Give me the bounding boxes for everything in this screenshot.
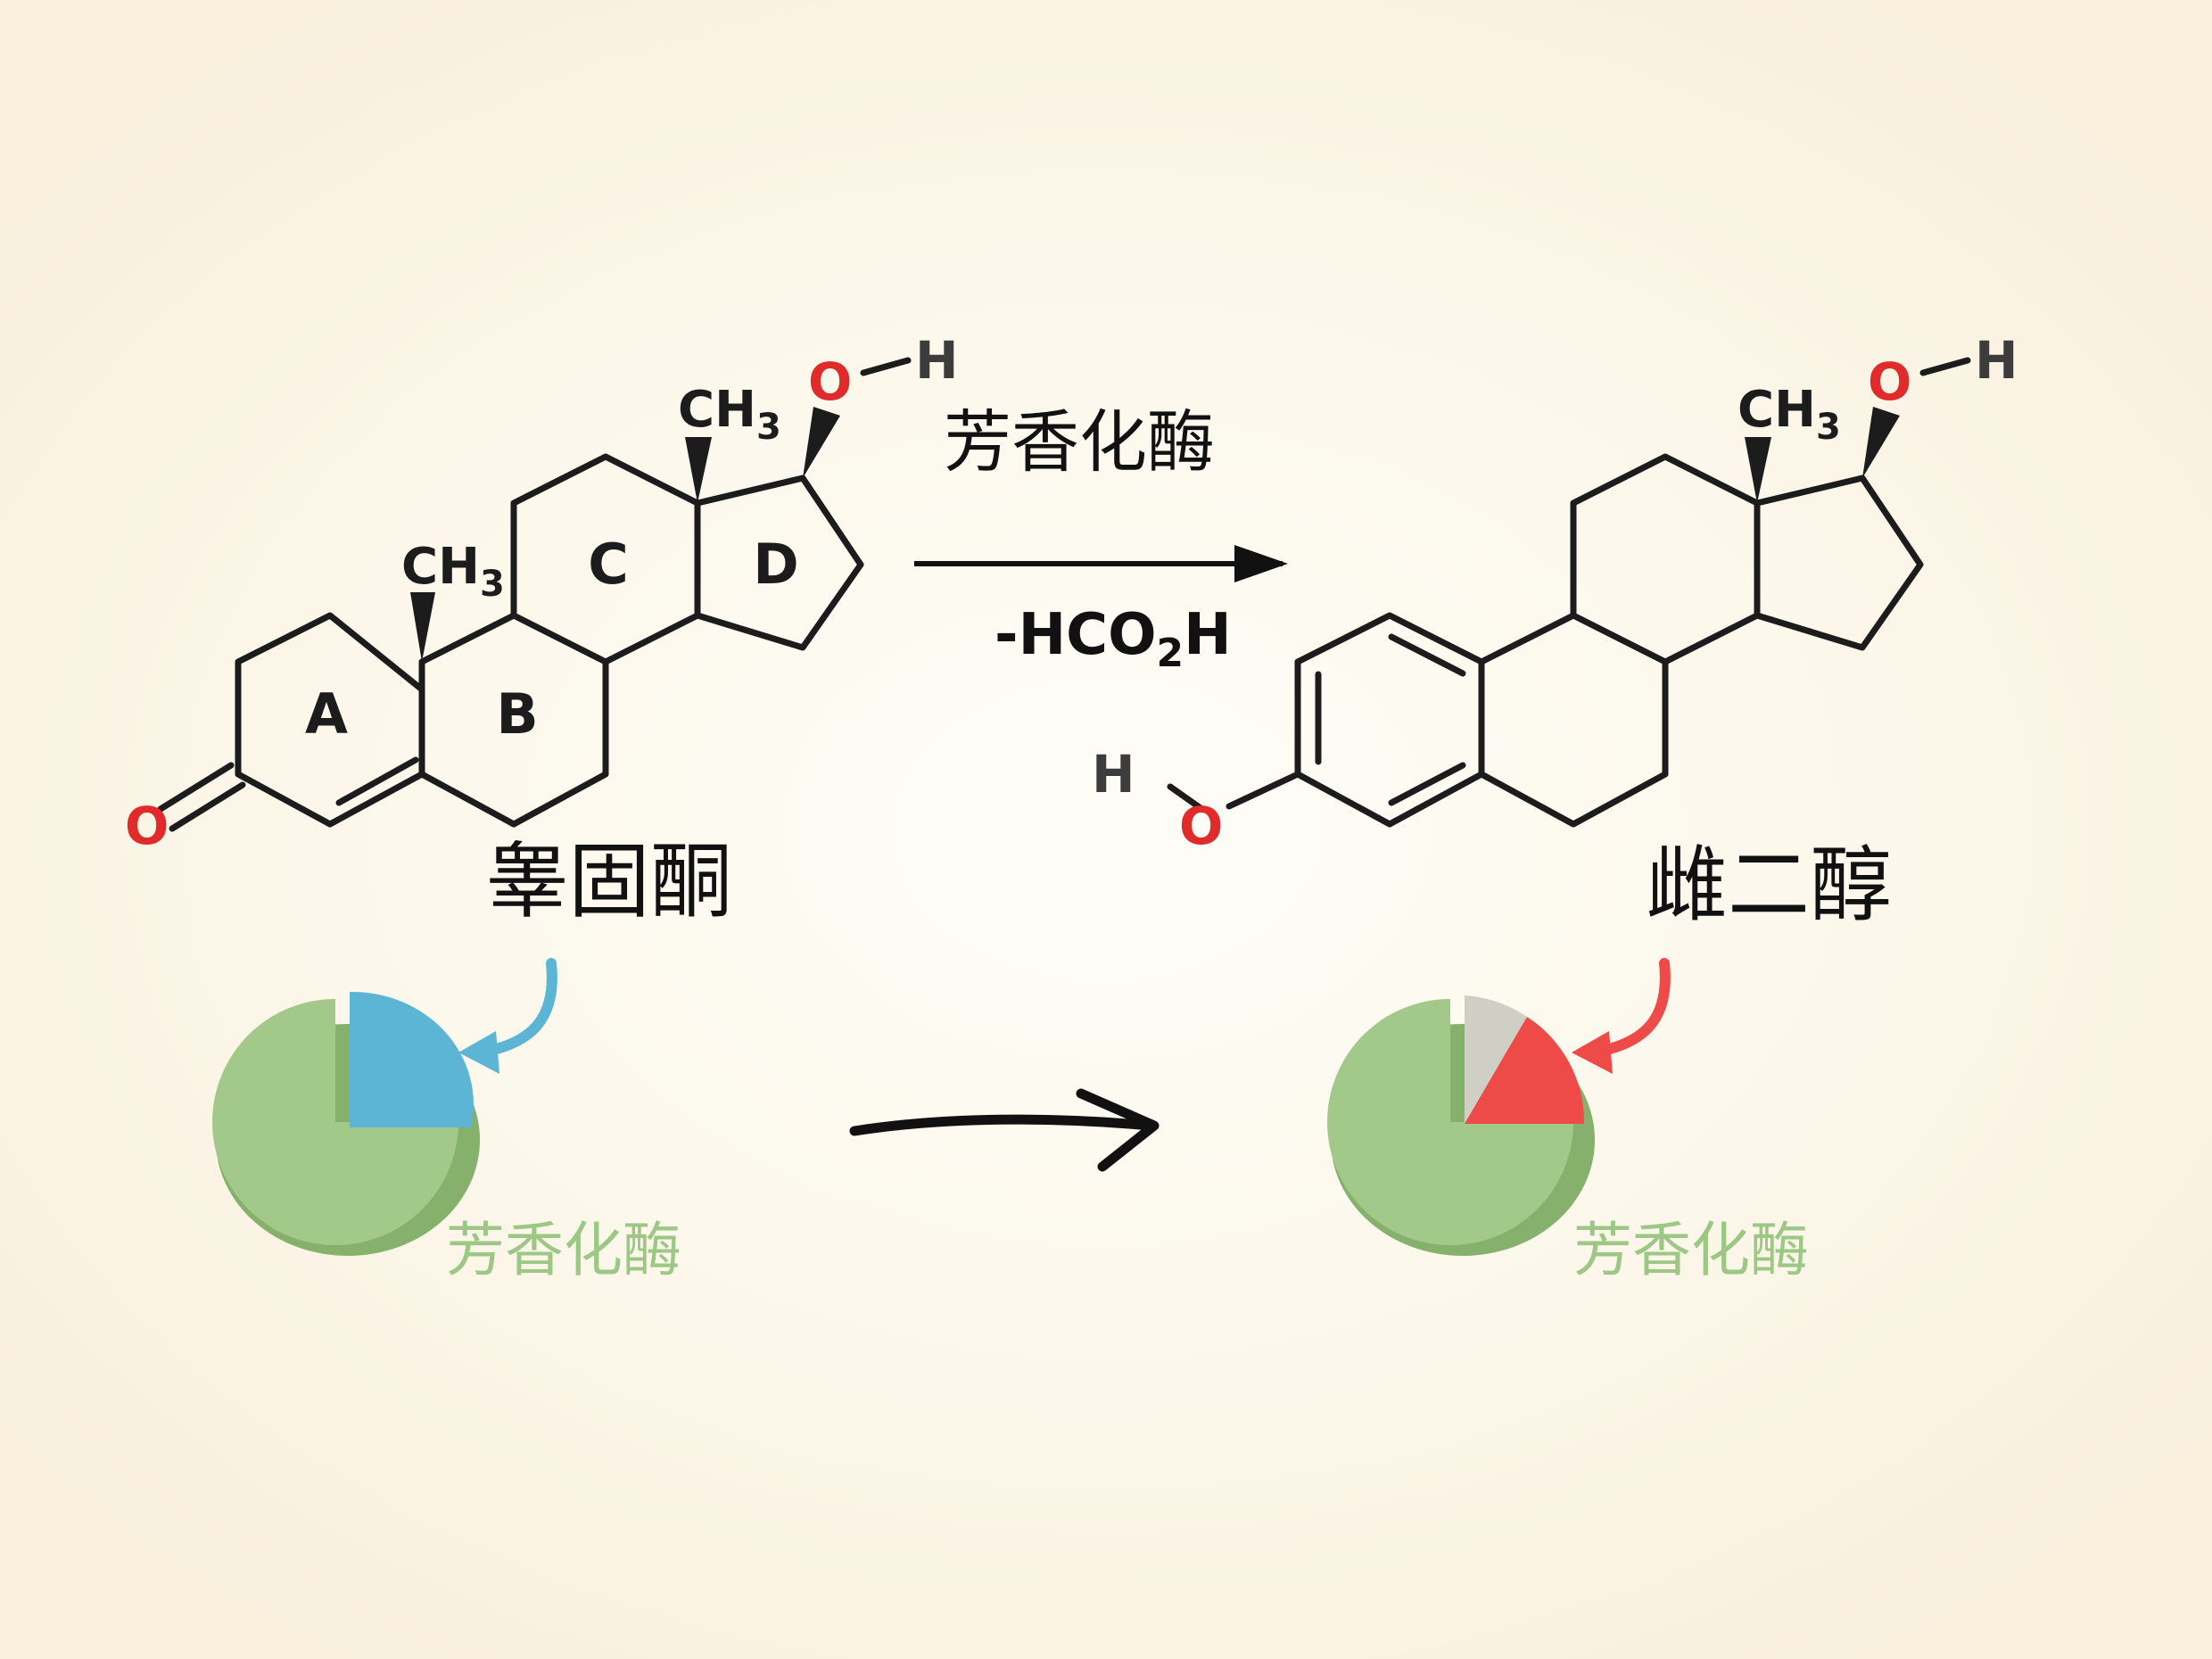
left-pie-label: 芳香化酶 — [446, 1216, 681, 1284]
estradiol-hydroxyl-oxygen: O — [1868, 351, 1911, 412]
testosterone-hydroxyl-hydrogen: H — [915, 330, 959, 391]
transition-arrow — [849, 1114, 1156, 1136]
estradiol-bonds — [1167, 357, 1971, 828]
estradiol-structure: CH3 O H O H — [1092, 330, 2018, 856]
right-curved-arrow — [1588, 958, 1671, 1058]
ring-label-a: A — [305, 681, 348, 747]
right-pie-chart — [1327, 995, 1595, 1256]
testosterone-methyl-c10: CH3 — [401, 538, 505, 605]
estradiol-hydroxyl-hydrogen: H — [1975, 330, 2018, 391]
testosterone-bonds — [157, 357, 912, 832]
left-pie-chart — [212, 991, 480, 1256]
transition-arrow-head — [1076, 1088, 1160, 1172]
testosterone-structure: A B C D CH3 CH3 O O H — [125, 330, 959, 856]
byproduct-label: -HCO2H — [995, 602, 1232, 676]
enzyme-label-top: 芳香化酶 — [944, 402, 1215, 482]
ring-labels: A B C D — [305, 532, 799, 747]
estradiol-name: 雌二醇 — [1646, 838, 1892, 933]
right-pie-label: 芳香化酶 — [1573, 1216, 1809, 1284]
ring-label-b: B — [496, 681, 538, 747]
left-curved-arrow — [475, 958, 557, 1058]
ring-label-c: C — [588, 532, 629, 597]
testosterone-methyl-c13: CH3 — [678, 381, 781, 448]
testosterone-hydroxyl-oxygen: O — [808, 351, 852, 412]
testosterone-ketone-oxygen: O — [125, 796, 169, 856]
estradiol-phenol-hydrogen: H — [1092, 744, 1135, 805]
estradiol-methyl-c13: CH3 — [1737, 381, 1841, 448]
estradiol-phenol-oxygen: O — [1179, 796, 1223, 856]
left-curved-arrow-head — [458, 1031, 499, 1074]
right-curved-arrow-head — [1572, 1031, 1613, 1074]
testosterone-name: 睾固酮 — [486, 834, 732, 929]
ring-label-d: D — [753, 532, 798, 597]
